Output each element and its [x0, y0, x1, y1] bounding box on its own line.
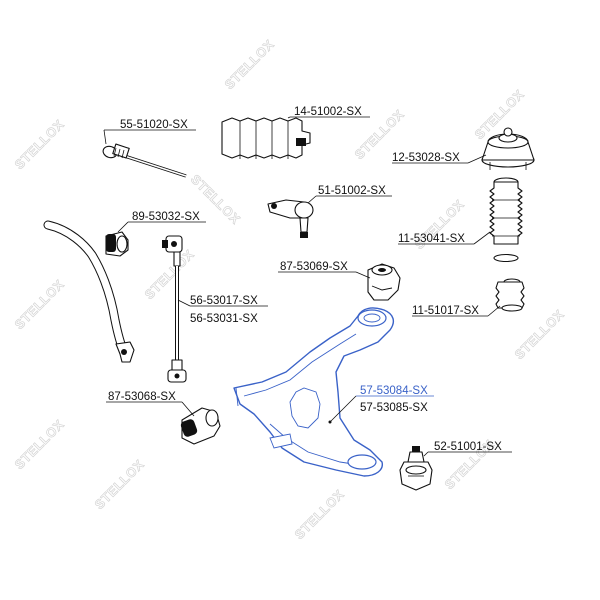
watermark-text: STELLOX: [92, 457, 147, 512]
part-label-57-53085-sx[interactable]: 57-53085-SX: [360, 402, 428, 414]
leader-line: [307, 195, 317, 204]
watermark-text: STELLOX: [512, 307, 567, 362]
watermark-text: STELLOX: [12, 417, 67, 472]
leader-line: [467, 154, 487, 164]
control-arm-part[interactable]: [233, 307, 395, 477]
ball-joint-part[interactable]: [399, 446, 433, 491]
rear-bushing-part[interactable]: [367, 263, 401, 301]
leader-line: [177, 299, 191, 307]
part-label-52-51001-sx[interactable]: 52-51001-SX: [434, 441, 502, 453]
leader-line: [329, 395, 357, 423]
bump-stop-part[interactable]: [495, 278, 525, 312]
watermark-text: STELLOX: [12, 277, 67, 332]
part-label-57-53084-sx[interactable]: 57-53084-SX: [360, 385, 428, 397]
watermark-layer: STELLOX STELLOX STELLOX STELLOX STELLOX …: [11, 36, 567, 542]
watermark-text: STELLOX: [142, 247, 197, 302]
part-label-51-51002-sx[interactable]: 51-51002-SX: [318, 185, 386, 197]
watermark-text: STELLOX: [472, 87, 527, 142]
part-label-12-53028-sx[interactable]: 12-53028-SX: [392, 152, 460, 164]
stabilizer-bushing-part[interactable]: [105, 231, 129, 257]
front-bushing-part[interactable]: [180, 407, 221, 445]
watermark-text: STELLOX: [222, 37, 277, 92]
stabilizer-link-part[interactable]: [162, 235, 187, 383]
watermark-text: STELLOX: [292, 487, 347, 542]
tie-rod-end-part[interactable]: [267, 199, 314, 238]
watermark-text: STELLOX: [12, 117, 67, 172]
part-label-11-51017-sx[interactable]: 11-51017-SX: [412, 305, 479, 317]
leader-line: [423, 451, 429, 457]
leader-line: [473, 231, 491, 245]
part-label-56-53017-sx[interactable]: 56-53017-SX: [190, 295, 258, 307]
leader-line: [117, 221, 129, 233]
part-label-56-53031-sx[interactable]: 56-53031-SX: [190, 313, 258, 325]
part-label-55-51020-sx[interactable]: 55-51020-SX: [120, 119, 188, 131]
leader-line: [181, 401, 195, 417]
part-label-11-53041-sx[interactable]: 11-53041-SX: [398, 233, 465, 245]
part-label-87-53069-sx[interactable]: 87-53069-SX: [280, 261, 348, 273]
leader-line: [103, 129, 107, 145]
part-label-87-53068-sx[interactable]: 87-53068-SX: [108, 391, 176, 403]
leader-line: [355, 271, 371, 279]
leader-line: [287, 116, 291, 119]
part-label-89-53032-sx[interactable]: 89-53032-SX: [132, 211, 200, 223]
part-label-14-51002-sx[interactable]: 14-51002-SX: [294, 106, 362, 118]
steering-boot-part[interactable]: [221, 117, 311, 159]
leader-line: [487, 305, 501, 317]
dust-boot-part[interactable]: [489, 177, 523, 263]
stabilizer-bar-part[interactable]: [43, 220, 135, 363]
top-mount-part[interactable]: [481, 127, 535, 170]
leader-dot: [328, 420, 332, 424]
tie-rod-inner-part[interactable]: [102, 143, 187, 178]
